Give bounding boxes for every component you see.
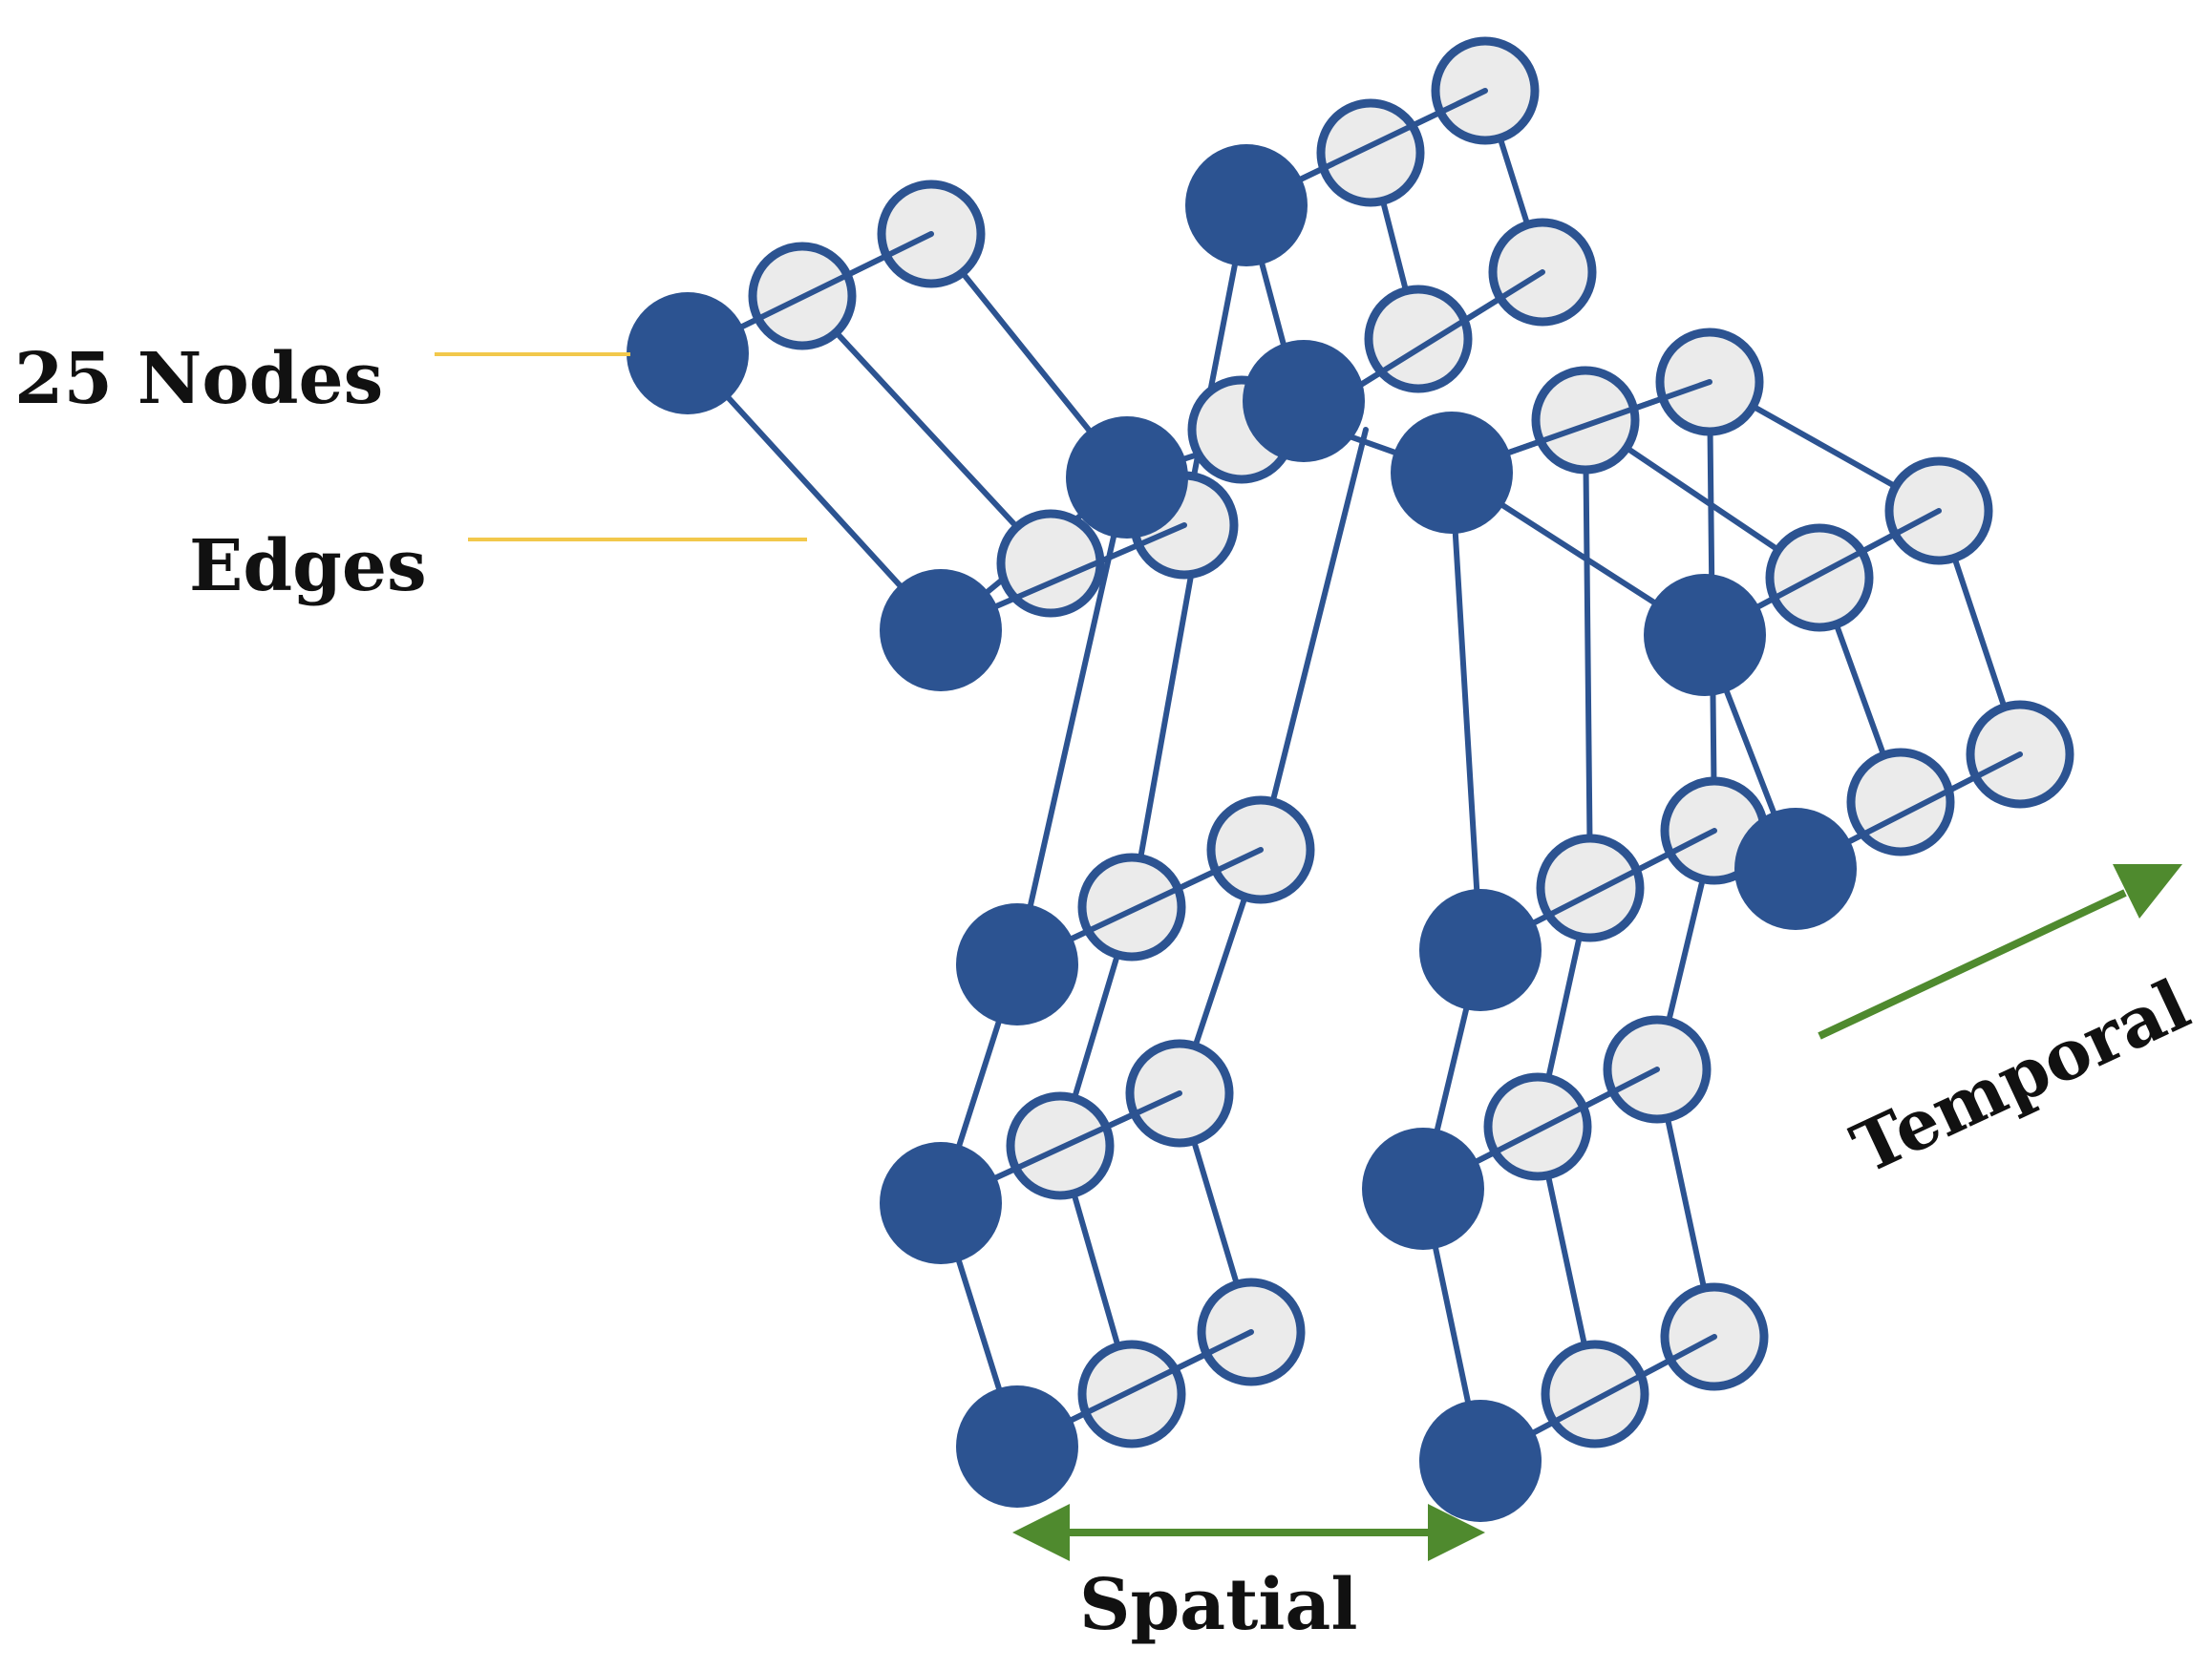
nodes-label: 25 Nodes — [14, 338, 383, 420]
temporal-arrow — [1818, 864, 2182, 1040]
node — [1483, 1072, 1592, 1181]
node — [1243, 340, 1365, 462]
node — [1734, 808, 1857, 930]
node — [1362, 1128, 1484, 1250]
node — [1185, 144, 1308, 266]
graph-nodes-solid — [627, 144, 1857, 1522]
node — [880, 569, 1002, 691]
spatial-label: Spatial — [1079, 1564, 1357, 1646]
edge — [1583, 417, 1593, 891]
node — [1077, 1340, 1186, 1448]
node — [1765, 523, 1874, 632]
edge — [1258, 427, 1369, 853]
edge — [685, 350, 944, 633]
node — [1541, 1340, 1649, 1448]
edge — [1449, 470, 1483, 953]
node — [1644, 574, 1766, 696]
node — [1066, 416, 1188, 539]
node — [956, 903, 1078, 1025]
spatial-arrow — [1012, 1504, 1485, 1561]
edges-label: Edges — [189, 525, 427, 607]
node — [1419, 1400, 1542, 1522]
edge — [799, 293, 1053, 566]
node — [1419, 889, 1542, 1011]
node — [956, 1385, 1078, 1508]
node — [1077, 853, 1186, 962]
node — [1531, 366, 1640, 475]
temporal-links — [685, 88, 2023, 1464]
node — [1846, 748, 1955, 856]
node — [880, 1142, 1002, 1264]
node — [627, 292, 749, 414]
node — [1316, 98, 1425, 207]
node — [1536, 834, 1645, 942]
graph-edges — [685, 88, 2023, 1464]
node — [1391, 412, 1513, 534]
